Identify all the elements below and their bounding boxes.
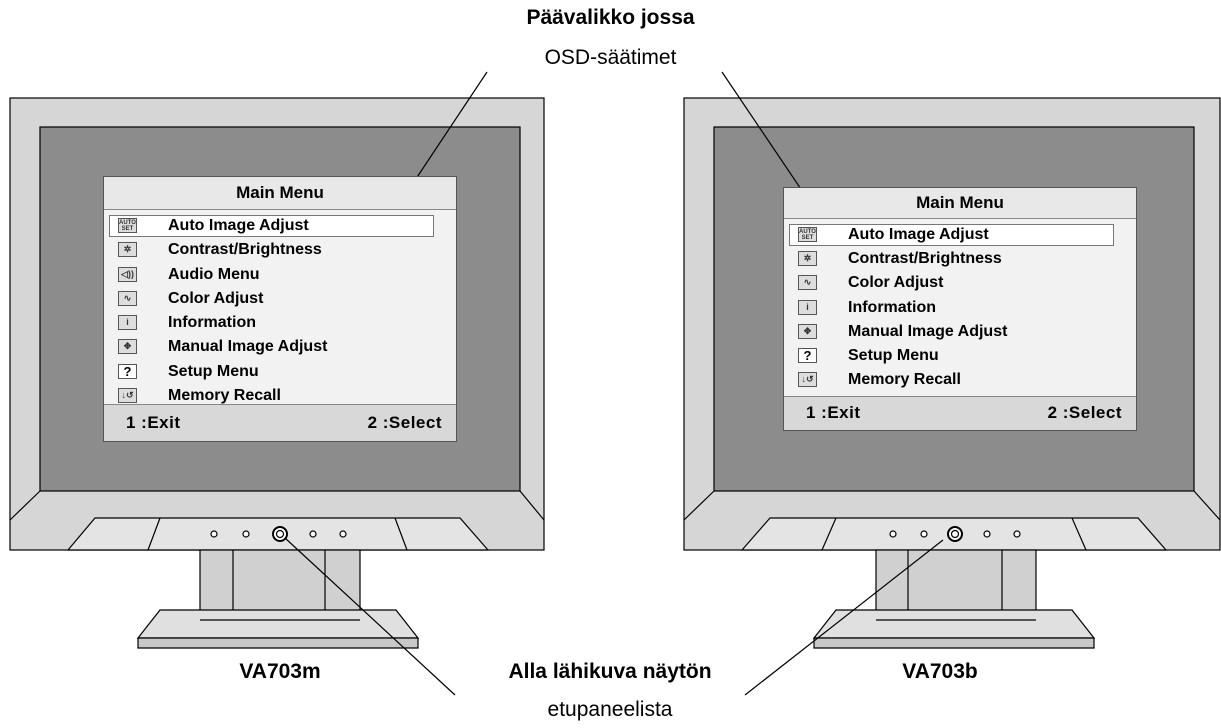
auto-set-icon: AUTO SET xyxy=(118,218,137,233)
monitor-right-base xyxy=(812,609,1096,639)
selection-highlight xyxy=(109,215,434,238)
speaker-icon: ◁)) xyxy=(118,266,137,282)
osd-menu-item-label: Color Adjust xyxy=(168,289,264,307)
color-adjust-icon: ∿ xyxy=(118,290,137,306)
osd-menu-item-label: Auto Image Adjust xyxy=(168,217,309,234)
osd-exit-hint: 1 :Exit xyxy=(126,413,181,432)
osd-footer: 1 :Exit 2 :Select xyxy=(104,404,456,441)
osd-menu-item[interactable]: ↓↺ Memory Recall xyxy=(784,368,1136,392)
osd-menu-item[interactable]: ✥ Manual Image Adjust xyxy=(784,320,1136,344)
question-icon: ? xyxy=(118,363,137,379)
button-right-2 xyxy=(920,530,928,538)
model-label-right: VA703b xyxy=(902,660,978,683)
recall-icon: ↓↺ xyxy=(118,388,137,404)
model-label-left: VA703m xyxy=(239,660,321,683)
osd-menu-item[interactable]: i Information xyxy=(104,311,456,335)
osd-menu-item-label: Memory Recall xyxy=(848,371,961,389)
osd-menu-item[interactable]: ✲ Contrast/Brightness xyxy=(784,247,1136,271)
color-adjust-icon: ∿ xyxy=(798,275,817,291)
osd-menu-item[interactable]: ↓↺ Memory Recall xyxy=(104,384,456,408)
callout-panel-subtitle: etupaneelista xyxy=(547,698,673,721)
monitor-right-neck xyxy=(875,549,1037,617)
callout-osd-subtitle: OSD-säätimet xyxy=(544,46,677,69)
osd-menu-item[interactable]: i Information xyxy=(784,296,1136,320)
monitor-left-base xyxy=(136,609,420,639)
osd-menu-item[interactable]: ∿ Color Adjust xyxy=(104,287,456,311)
osd-menu-item-label: Audio Menu xyxy=(168,265,260,283)
info-icon: i xyxy=(118,315,137,331)
osd-exit-hint: 1 :Exit xyxy=(806,403,861,422)
button-left-4 xyxy=(339,530,347,538)
button-left-2 xyxy=(242,530,250,538)
button-right-3 xyxy=(983,530,991,538)
osd-main-menu-left: Main Menu AUTO SET Auto Image Adjust ✲ Cont… xyxy=(103,176,457,442)
move-arrows-icon: ✥ xyxy=(118,339,137,355)
osd-menu-item[interactable]: ✲ Contrast/Brightness xyxy=(104,238,456,262)
osd-menu-item-label: Manual Image Adjust xyxy=(848,322,1008,340)
contrast-brightness-icon: ✲ xyxy=(118,242,137,258)
info-icon: i xyxy=(798,299,817,315)
move-arrows-icon: ✥ xyxy=(798,323,817,339)
osd-footer: 1 :Exit 2 :Select xyxy=(784,396,1136,430)
osd-title: Main Menu xyxy=(104,177,456,210)
callout-panel-title: Alla lähikuva näytön xyxy=(508,660,712,683)
osd-menu-item-label: Manual Image Adjust xyxy=(168,338,328,356)
osd-menu-item-label: Contrast/Brightness xyxy=(168,241,322,259)
osd-menu-item[interactable]: ∿ Color Adjust xyxy=(784,271,1136,295)
leader-line-panel-left xyxy=(284,537,456,696)
osd-menu-item[interactable]: AUTO SET Auto Image Adjust xyxy=(784,223,1136,247)
selection-highlight xyxy=(789,224,1114,247)
contrast-brightness-icon: ✲ xyxy=(798,251,817,267)
osd-menu-item-label: Contrast/Brightness xyxy=(848,250,1002,268)
osd-menu-item-label: Memory Recall xyxy=(168,387,281,405)
question-icon: ? xyxy=(798,347,817,363)
auto-set-icon: AUTO SET xyxy=(798,227,817,242)
osd-menu-item-label: Color Adjust xyxy=(848,274,944,292)
button-left-3 xyxy=(309,530,317,538)
recall-icon: ↓↺ xyxy=(798,372,817,388)
osd-menu-item-label: Information xyxy=(168,314,256,332)
osd-menu-item[interactable]: ◁)) Audio Menu xyxy=(104,263,456,287)
osd-menu-item[interactable]: ? Setup Menu xyxy=(784,344,1136,368)
osd-menu-item[interactable]: ✥ Manual Image Adjust xyxy=(104,335,456,359)
osd-select-hint: 2 :Select xyxy=(367,413,442,432)
button-right-1 xyxy=(889,530,897,538)
osd-menu-item-label: Setup Menu xyxy=(168,362,259,380)
osd-menu-item[interactable]: AUTO SET Auto Image Adjust xyxy=(104,214,456,238)
osd-menu-list: AUTO SET Auto Image Adjust ✲ Contrast/Brigh… xyxy=(784,223,1136,392)
osd-main-menu-right: Main Menu AUTO SET Auto Image Adjust ✲ Cont… xyxy=(783,187,1137,431)
leader-line-panel-right xyxy=(744,539,944,696)
button-left-1 xyxy=(210,530,218,538)
osd-select-hint: 2 :Select xyxy=(1047,403,1122,422)
callout-osd-title: Päävalikko jossa xyxy=(526,6,695,29)
osd-menu-item[interactable]: ? Setup Menu xyxy=(104,360,456,384)
osd-menu-item-label: Information xyxy=(848,298,936,316)
osd-menu-list: AUTO SET Auto Image Adjust ✲ Contrast/Brigh… xyxy=(104,214,456,408)
osd-menu-item-label: Setup Menu xyxy=(848,346,939,364)
osd-menu-item-label: Auto Image Adjust xyxy=(848,226,989,243)
button-right-4 xyxy=(1013,530,1021,538)
osd-title: Main Menu xyxy=(784,188,1136,219)
monitor-left-neck xyxy=(199,549,361,617)
